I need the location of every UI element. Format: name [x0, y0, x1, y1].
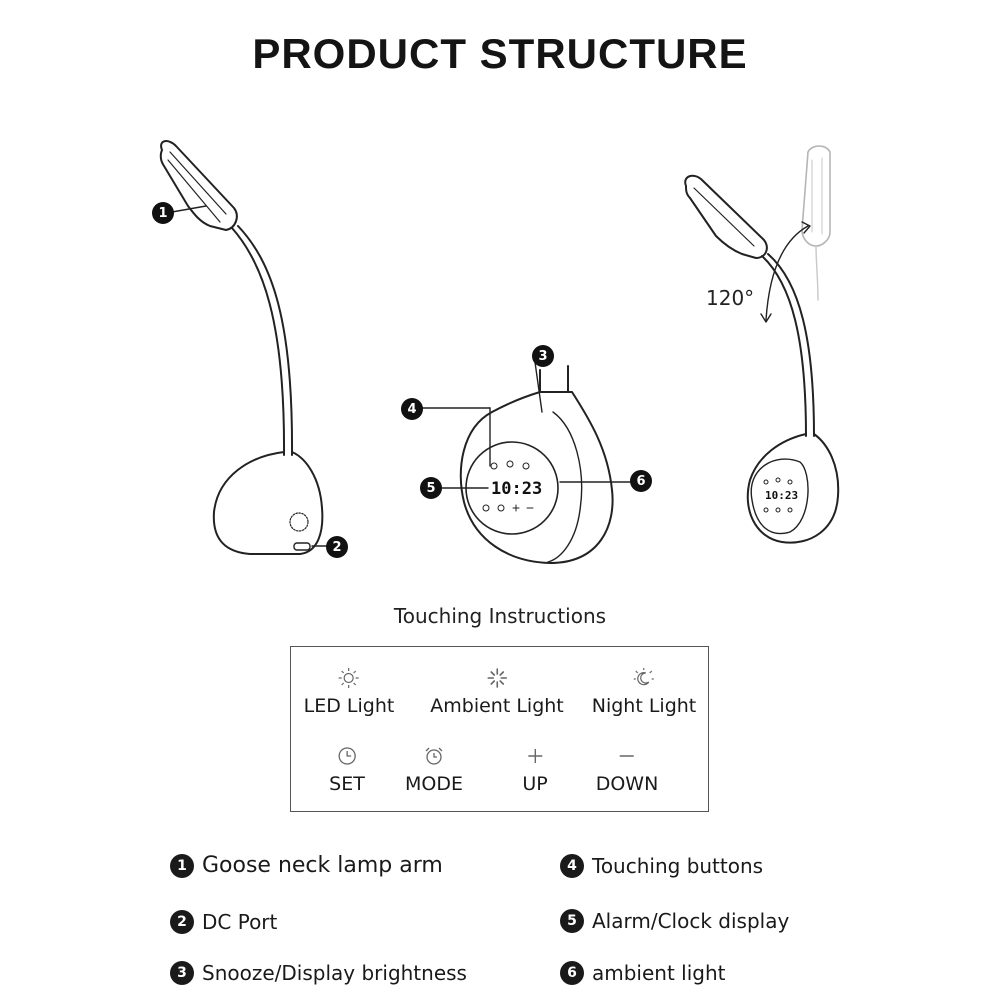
- set-button[interactable]: SET: [329, 745, 365, 795]
- callout-1: 1: [152, 202, 174, 224]
- clock-display-right: 10:23: [765, 489, 799, 502]
- moon-sun-icon: [634, 668, 654, 686]
- led-light-button[interactable]: LED Light: [304, 667, 394, 717]
- lamp-illustrations: [159, 140, 840, 564]
- rotation-angle-label: 120°: [706, 286, 755, 310]
- center-base: [421, 354, 631, 564]
- page-title: PRODUCT STRUCTURE: [252, 30, 748, 77]
- clock-display-center: 10:23: [491, 479, 543, 499]
- mode-button[interactable]: MODE: [405, 745, 463, 795]
- minus-icon: [620, 755, 634, 757]
- legend-item-3: 3 Snooze/Display brightness: [170, 961, 467, 985]
- touch-buttons-panel: LED Light Ambient Light Night Light SET: [290, 646, 709, 812]
- sun-icon: [339, 668, 359, 688]
- night-light-button[interactable]: Night Light: [592, 667, 696, 717]
- up-button[interactable]: UP: [522, 745, 548, 795]
- callout-5: 5: [420, 477, 442, 499]
- ambient-light-button[interactable]: Ambient Light: [430, 667, 564, 717]
- right-mini-icons: [763, 477, 793, 513]
- legend-item-1: 1 Goose neck lamp arm: [170, 853, 443, 878]
- alarm-clock-icon: [425, 747, 443, 765]
- legend-item-6: 6 ambient light: [560, 961, 726, 985]
- touching-instructions-heading: Touching Instructions: [393, 604, 607, 628]
- left-lamp: [159, 140, 329, 555]
- callout-3: 3: [532, 345, 554, 367]
- callout-2: 2: [326, 536, 348, 558]
- sparkle-icon: [487, 668, 507, 688]
- callout-6: 6: [630, 470, 652, 492]
- center-mini-icons: [482, 460, 534, 512]
- down-button[interactable]: DOWN: [596, 745, 658, 795]
- legend-item-4: 4 Touching buttons: [560, 854, 763, 878]
- callout-4: 4: [401, 398, 423, 420]
- legend-item-5: 5 Alarm/Clock display: [560, 909, 789, 933]
- clock-icon: [338, 747, 356, 765]
- legend-item-2: 2 DC Port: [170, 910, 277, 934]
- right-lamp: [684, 145, 840, 544]
- plus-icon: [528, 749, 542, 763]
